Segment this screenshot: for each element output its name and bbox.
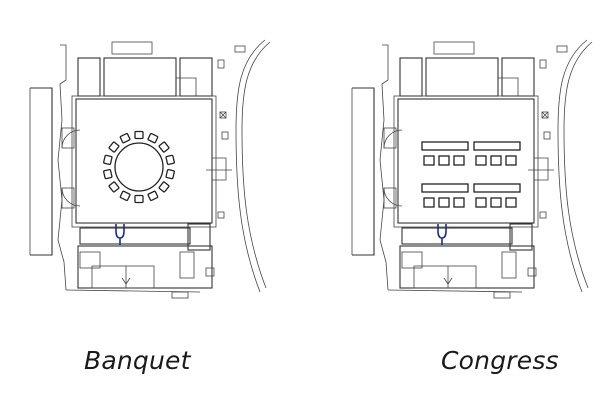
column: [539, 59, 547, 69]
column: [217, 211, 225, 219]
fork-icon: [437, 224, 447, 245]
marker: [219, 111, 227, 119]
lower-room: [179, 251, 195, 279]
marker: [543, 131, 551, 140]
chair: [158, 141, 170, 153]
column: [493, 291, 511, 299]
side-door: [212, 157, 227, 181]
lower-room: [509, 223, 533, 251]
partition: [498, 77, 519, 96]
chair: [165, 154, 175, 166]
lower-room: [187, 223, 211, 251]
lower-room: [79, 251, 101, 269]
table: [473, 183, 521, 193]
banquet-caption: Banquet: [84, 346, 191, 375]
chair: [453, 197, 465, 208]
stair-arrow: [443, 277, 453, 285]
chair: [147, 132, 159, 144]
door: [383, 127, 397, 149]
chair: [134, 194, 144, 204]
chair: [423, 155, 435, 166]
door-swing: [383, 187, 403, 207]
chair: [158, 181, 170, 193]
column: [556, 45, 568, 53]
door-swing: [383, 129, 403, 149]
chair: [438, 155, 450, 166]
congress-caption: Congress: [441, 346, 559, 375]
lower-room: [401, 251, 423, 269]
chair: [453, 155, 465, 166]
facade-curve: [563, 41, 593, 289]
column: [234, 45, 246, 53]
chair: [423, 197, 435, 208]
facade-curve: [241, 41, 271, 289]
chair: [108, 181, 120, 193]
round-table: [114, 142, 164, 192]
chair: [475, 197, 487, 208]
marker: [221, 131, 229, 140]
fork-icon: [115, 224, 125, 245]
chair: [475, 155, 487, 166]
chair: [147, 190, 159, 202]
upper-room: [425, 57, 499, 97]
chair: [103, 168, 113, 180]
marker-x: [541, 111, 549, 119]
chair: [505, 155, 517, 166]
stair: [413, 265, 477, 289]
upper-room: [103, 57, 177, 97]
main-hall-outline: [71, 95, 217, 228]
left-wall-profile: [379, 44, 389, 291]
table: [421, 141, 469, 151]
partition: [176, 77, 197, 96]
door-swing: [61, 187, 81, 207]
chair: [165, 168, 175, 180]
lower-room: [79, 227, 191, 245]
main-hall-outline: [393, 95, 539, 228]
upper-niche: [433, 41, 475, 55]
left-wall-profile: [57, 44, 67, 291]
table: [421, 183, 469, 193]
base-line: [387, 289, 523, 293]
lower-room: [501, 251, 517, 279]
main-hall: [397, 98, 535, 224]
chair: [108, 141, 120, 153]
facade-curve: [557, 39, 588, 293]
column: [539, 211, 547, 219]
chair: [505, 197, 517, 208]
lower-room: [401, 227, 513, 245]
congress-floor-plan: [351, 39, 593, 299]
outer-wall: [30, 87, 53, 256]
marker-x: [219, 111, 227, 119]
chair: [490, 155, 502, 166]
side-door: [534, 157, 549, 181]
upper-room: [77, 57, 101, 97]
base-line: [65, 289, 201, 293]
column: [171, 291, 189, 299]
column: [217, 59, 225, 69]
upper-room: [399, 57, 423, 97]
door: [61, 187, 75, 209]
stair: [91, 265, 155, 289]
door: [383, 187, 397, 209]
column: [205, 267, 215, 277]
door-swing: [61, 129, 81, 149]
facade-curve: [235, 39, 266, 293]
banquet-floor-plan: [29, 39, 271, 299]
chair: [134, 130, 144, 140]
main-hall: [75, 98, 213, 224]
table: [473, 141, 521, 151]
door: [61, 127, 75, 149]
chair: [119, 132, 131, 144]
upper-niche: [111, 41, 153, 55]
chair: [490, 197, 502, 208]
outer-wall: [352, 87, 375, 256]
marker: [541, 111, 549, 119]
chair: [103, 154, 113, 166]
chair: [119, 190, 131, 202]
stair-arrow: [121, 277, 131, 285]
chair: [438, 197, 450, 208]
column: [527, 267, 537, 277]
